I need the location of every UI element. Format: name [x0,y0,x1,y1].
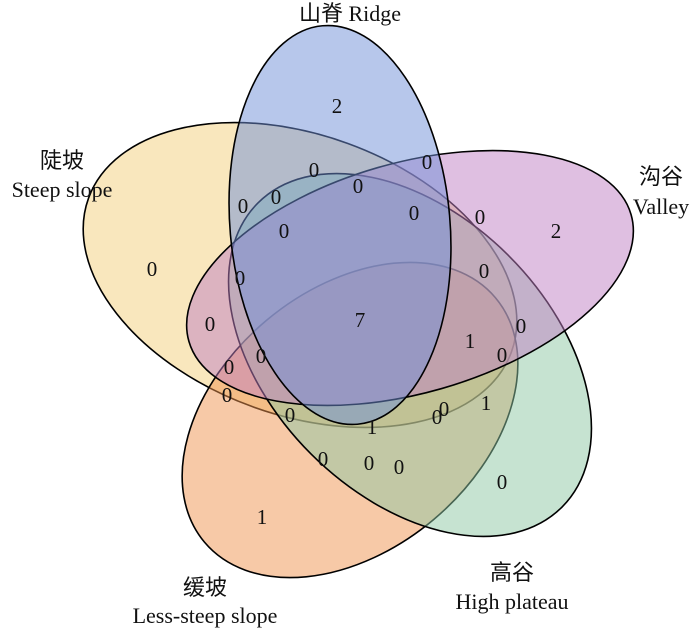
count-region: 0 [279,219,290,243]
less-steep-slope-label-cn: 缓坡 [183,575,227,600]
count-region: 0 [318,447,329,471]
valley-label-en: Valley [633,194,689,219]
count-region: 0 [256,344,267,368]
count-all-five: 7 [355,308,366,332]
less-steep-slope-label-en: Less-steep slope [133,603,278,628]
count-region: 0 [353,174,364,198]
count-region: 0 [222,383,233,407]
steep-slope-label-en: Steep slope [12,177,113,202]
set-ellipses [82,24,635,579]
count-region: 1 [367,415,378,439]
count-region: 1 [465,329,476,353]
count-region: 0 [475,205,486,229]
count-region: 0 [432,405,443,429]
count-region: 1 [481,391,492,415]
count-region: 0 [235,266,246,290]
set-labels: 山脊 Ridge 陡坡 Steep slope 沟谷 Valley 缓坡 Les… [12,1,690,628]
count-steep-slope-only: 0 [147,257,158,281]
count-region: 0 [497,343,508,367]
count-region: 0 [205,312,216,336]
valley-label-cn: 沟谷 [639,164,683,189]
count-high-plateau-only: 0 [497,470,508,494]
region-counts: 2 2 0 1 0 7 0 0 0 0 0 0 0 0 0 0 0 0 1 0 … [147,94,562,529]
count-region: 0 [238,194,249,218]
count-region: 0 [422,150,433,174]
count-region: 0 [285,403,296,427]
high-plateau-label-en: High plateau [455,589,568,614]
count-region: 0 [271,185,282,209]
count-region: 0 [364,451,375,475]
high-plateau-label-cn: 高谷 [490,560,534,585]
count-region: 0 [409,201,420,225]
ridge-ellipse [228,24,452,426]
count-ridge-only: 2 [332,94,343,118]
count-valley-only: 2 [551,219,562,243]
count-region: 0 [479,259,490,283]
count-region: 0 [224,355,235,379]
count-region: 0 [394,455,405,479]
count-region: 0 [309,158,320,182]
ridge-label: 山脊 Ridge [299,1,401,26]
count-region: 0 [439,397,450,421]
count-region: 0 [516,314,527,338]
steep-slope-label-cn: 陡坡 [40,148,84,173]
count-less-steep-slope-only: 1 [257,505,268,529]
